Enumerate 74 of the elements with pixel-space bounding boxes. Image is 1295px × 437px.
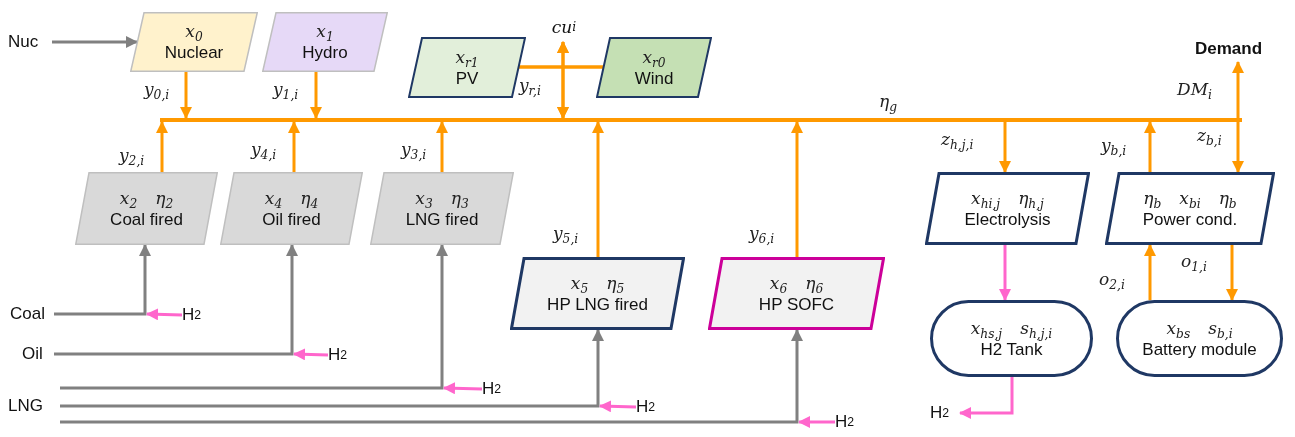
variable-label: x$_{bs}$ (1166, 317, 1191, 338)
variable-label: x$_{2}$ (119, 187, 138, 208)
arrow (557, 41, 603, 69)
unit-label: Battery module (1142, 339, 1257, 360)
process-box (75, 172, 218, 245)
variable-label: η$_{b}$ (1218, 187, 1237, 208)
variable-label: η$_{b}$ (1143, 187, 1162, 208)
arrow (310, 72, 322, 119)
variable-label: x$_{bi}$ (1179, 187, 1201, 208)
arrow (54, 244, 151, 316)
process-box (370, 172, 514, 245)
arrow (54, 244, 298, 356)
arrow (156, 121, 168, 172)
variable-label: x$_{r1}$ (455, 46, 479, 67)
unit-label: Coal fired (110, 209, 183, 230)
process-box (262, 12, 388, 72)
variable-label: η$_{6}$ (805, 272, 824, 293)
unit-label: HP LNG fired (547, 294, 648, 315)
process-box (925, 172, 1090, 245)
source-label: Coal (10, 302, 54, 326)
arrow (1232, 61, 1244, 118)
arrow (1232, 122, 1244, 173)
arrow (999, 122, 1011, 173)
source-label: Oil (22, 342, 54, 366)
unit-label: LNG fired (405, 209, 479, 230)
arrow (1226, 245, 1238, 301)
process-box (510, 257, 685, 330)
arrow (293, 348, 329, 361)
source-label: LNG (8, 380, 60, 432)
process-box (596, 37, 712, 98)
variable-label: x$_{5}$ (570, 272, 589, 293)
edge-label: DM$_{i}$ (1176, 80, 1213, 99)
unit-label: Power cond. (1142, 209, 1238, 230)
arrow (1144, 121, 1156, 172)
unit-label: Nuclear (164, 43, 224, 63)
unit-label: Hydro (302, 43, 348, 63)
variable-label: x$_{6}$ (769, 272, 788, 293)
variable-label: x$_{3}$ (415, 187, 433, 208)
process-box (1105, 172, 1275, 245)
process-box (220, 172, 363, 245)
arrow (999, 245, 1011, 301)
variable-label: η$_{4}$ (300, 187, 319, 208)
variable-label: x$_{1}$ (316, 21, 334, 41)
arrow (60, 244, 448, 390)
arrow (592, 121, 604, 257)
arrow (791, 121, 803, 257)
arrow (60, 329, 604, 408)
arrow (146, 308, 183, 321)
variable-label: η$_{5}$ (606, 272, 625, 293)
power-bus (160, 118, 1242, 122)
variable-label: x$_{0}$ (185, 21, 203, 41)
arrow (180, 72, 192, 119)
variable-label: η$_{3}$ (450, 187, 469, 208)
unit-label: Wind (634, 68, 674, 89)
arrow (436, 121, 448, 172)
arrow (60, 329, 803, 424)
arrow (1144, 244, 1156, 301)
variable-label: η$_{2}$ (155, 187, 174, 208)
arrow (443, 382, 483, 395)
arrow (599, 400, 637, 413)
unit-label: Oil fired (262, 209, 321, 230)
process-box (130, 12, 258, 72)
variable-label: x$_{4}$ (264, 187, 283, 208)
process-box (708, 257, 885, 330)
variable-label: x$_{r0}$ (642, 46, 666, 67)
arrow (959, 377, 1014, 419)
demand-label: Demand (1195, 36, 1275, 62)
arrow (798, 416, 835, 428)
variable-label: s$_{b,i}$ (1208, 317, 1233, 338)
arrow (52, 36, 138, 48)
unit-label: PV (455, 68, 479, 89)
arrow (288, 121, 300, 172)
unit-label: HP SOFC (758, 294, 835, 315)
source-label: Nuc (8, 30, 52, 54)
